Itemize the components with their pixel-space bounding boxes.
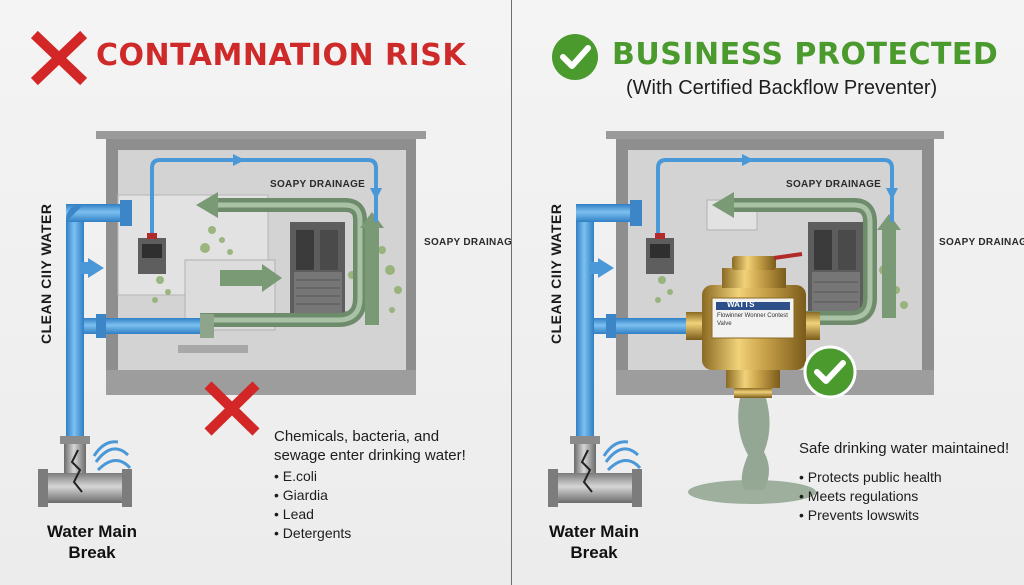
flow-arrow	[598, 258, 614, 278]
list-item: Protects public health	[799, 468, 942, 487]
drainage-arrow-left	[196, 192, 218, 218]
building-drainage-label: SOAPY DRAINAGE	[270, 179, 366, 190]
safe-water-message: Safe drinking water maintained!	[799, 440, 1010, 457]
water-meter	[138, 233, 166, 274]
clean-water-pipe	[576, 212, 594, 442]
contamination-message: Chemicals, bacteria, and sewage enter dr…	[274, 427, 466, 465]
headline: BUSINESS PROTECTED	[612, 37, 999, 72]
water-meter	[646, 233, 674, 274]
drainage-arrow-up	[877, 214, 901, 230]
supply-line	[150, 158, 378, 245]
contaminant-list: E.coli Giardia Lead Detergents	[274, 467, 351, 543]
valve-brand: WATTS	[727, 300, 755, 309]
building	[96, 131, 426, 395]
water-puddle	[688, 480, 816, 504]
headline: CONTAMNATION RISK	[96, 38, 467, 73]
protected-scene	[548, 34, 944, 507]
contamination-scene	[30, 30, 426, 507]
side-drainage-label: SOAPY DRAINAGE	[939, 237, 1024, 248]
main-break-line-2: Break	[570, 543, 618, 562]
building-drainage-label: SOAPY DRAINAGE	[786, 179, 882, 190]
water-main-break	[38, 436, 132, 507]
red-x-icon	[30, 30, 88, 86]
water-main-break-label: Water Main Break	[544, 521, 644, 563]
drainage-arrow-left	[712, 192, 734, 218]
clean-water-label: CLEAN CIIY WATER	[38, 203, 54, 345]
valve-plate: Flowinner Wonner Contest Valve	[717, 312, 788, 328]
supply-line	[656, 158, 894, 245]
warning-x-icon	[204, 381, 260, 436]
message-line-2: sewage enter drinking water!	[274, 447, 466, 464]
green-check-icon	[552, 34, 598, 80]
dishwasher-machine	[290, 222, 345, 322]
benefits-list: Protects public health Meets regulations…	[799, 468, 942, 525]
backflow-preventer-valve	[686, 252, 820, 398]
clean-water-label: CLEAN CIIY WATER	[548, 203, 564, 345]
side-drainage-label: SOAPY DRAINAGE	[424, 237, 512, 248]
contamination-risk-panel: CONTAMNATION RISK SOAPY DRAINAGE SOAPY D…	[0, 0, 512, 585]
message-line-1: Chemicals, bacteria, and	[274, 428, 440, 445]
main-break-line-1: Water Main	[46, 522, 138, 541]
valve-plate-line-2: Valve	[717, 321, 732, 327]
drainage-arrow-up	[360, 212, 384, 228]
list-item: Meets regulations	[799, 487, 942, 506]
list-item: E.coli	[274, 467, 351, 486]
business-protected-panel: BUSINESS PROTECTED (With Certified Backf…	[512, 0, 1024, 585]
valve-ok-icon	[803, 345, 857, 399]
dishwasher-machine	[808, 222, 863, 318]
drainage-arrow-right	[262, 264, 282, 292]
list-item: Prevents lowswits	[799, 506, 942, 525]
water-main-break	[548, 436, 642, 507]
water-main-break-label: Water Main Break	[42, 521, 142, 563]
list-item: Giardia	[274, 486, 351, 505]
main-break-line-1: Water Main	[548, 522, 640, 541]
diverted-water	[738, 398, 770, 490]
list-item: Detergents	[274, 524, 351, 543]
valve-plate-line-1: Flowinner Wonner Contest	[717, 313, 788, 319]
subheadline: (With Certified Backflow Preventer)	[626, 77, 938, 99]
clean-water-pipe	[66, 212, 84, 442]
list-item: Lead	[274, 505, 351, 524]
flow-arrow	[88, 258, 104, 278]
main-break-line-2: Break	[68, 543, 116, 562]
